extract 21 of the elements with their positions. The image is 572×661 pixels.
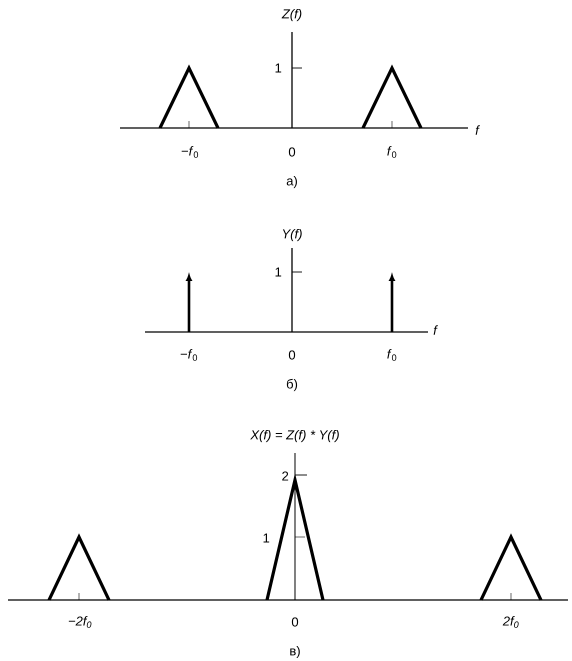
axis-label: f [434,325,438,335]
tick-label: −2f$_{0}$ [68,616,92,628]
panel-label: а) [286,176,297,188]
panel-label: в) [290,646,300,658]
tick-label: 0 [288,350,296,360]
tick-label: f$_{0}$ [387,146,396,158]
tick-label: f$_{0}$ [387,349,396,361]
tick-label: 0 [292,617,298,627]
tick-label: 0 [288,147,296,157]
tick-label: 1 [276,64,282,72]
axis-title: Y(f) [282,228,302,242]
axis-label: f [476,125,480,135]
tick-label: 1 [276,268,282,276]
axis-title: Z(f) [282,8,302,22]
tick-label: 1 [264,534,270,542]
tick-label: −f$_{0}$ [180,349,198,361]
axis-title: X(f) = Z(f) * Y(f) [250,430,339,442]
tick-label: −f$_{0}$ [182,146,198,158]
panel-label: б) [286,378,298,392]
tick-label: 2f$_{0}$ [502,616,519,628]
tick-label: 2 [282,471,288,481]
